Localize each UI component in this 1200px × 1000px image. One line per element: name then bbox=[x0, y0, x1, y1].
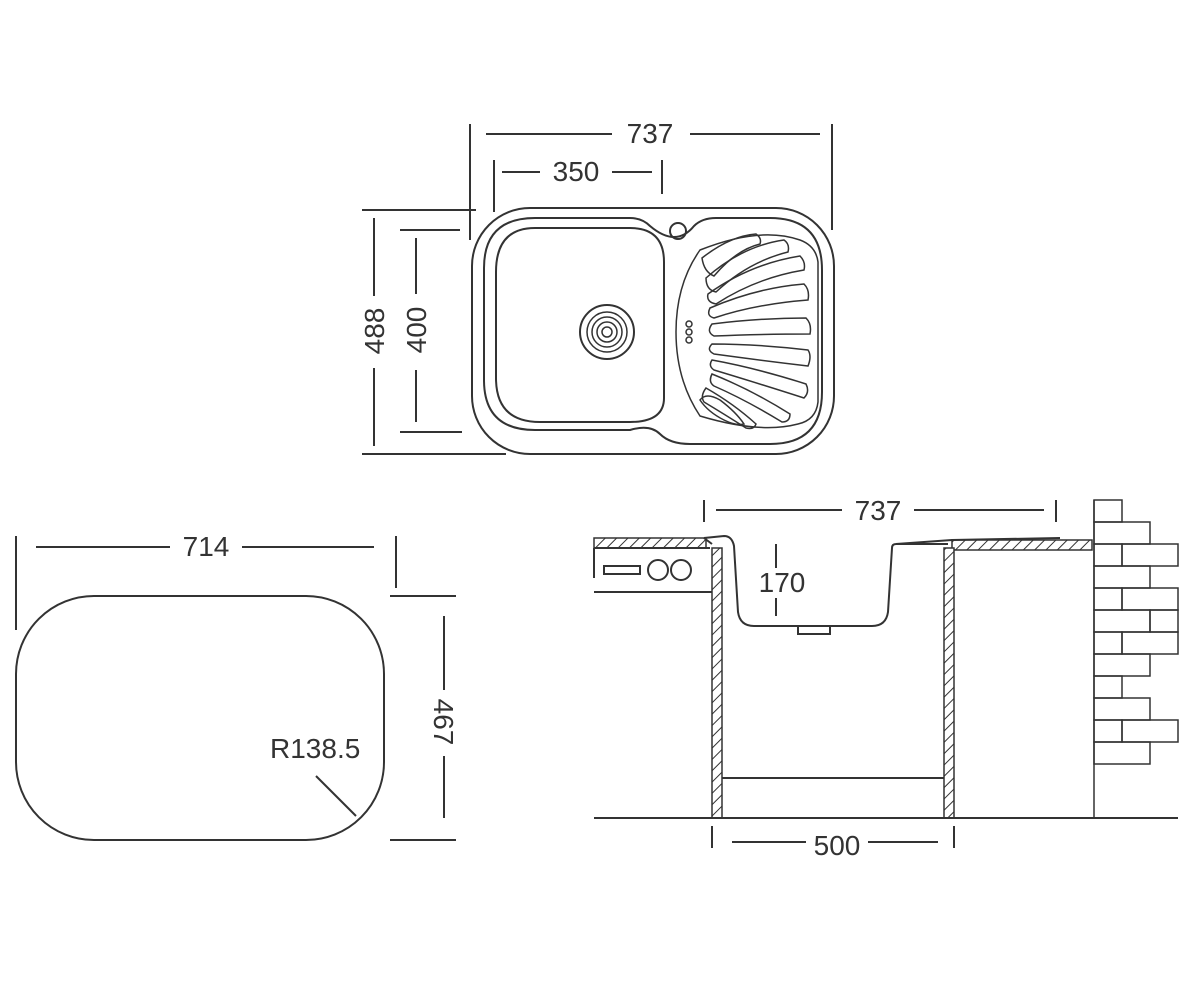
knob-icon bbox=[647, 559, 669, 581]
cabinet-panel-right bbox=[943, 547, 955, 819]
cutout-depth-dimension: 467 bbox=[390, 595, 459, 841]
drainer-area bbox=[675, 234, 819, 429]
bowl-depth-dimension: 400 bbox=[400, 229, 462, 433]
cabinet-width-label: 500 bbox=[814, 830, 861, 861]
brick-wall bbox=[1093, 499, 1179, 818]
cabinet-panel-left bbox=[711, 547, 723, 819]
drain-outlet bbox=[797, 625, 831, 635]
sink-outer-rim bbox=[471, 207, 835, 455]
bowl-depth-label: 400 bbox=[401, 307, 432, 354]
cabinet-width-dimension: 500 bbox=[711, 826, 955, 861]
drain bbox=[579, 304, 635, 360]
appliance-panel bbox=[594, 547, 712, 593]
sink-inner-rim bbox=[483, 217, 823, 445]
section-view: 737 170 bbox=[593, 495, 1179, 861]
bowl-height-dimension: 170 bbox=[759, 544, 806, 616]
cutout-width-label: 714 bbox=[183, 531, 230, 562]
countertop-left bbox=[593, 537, 707, 549]
cutout-radius-label: R138.5 bbox=[270, 733, 360, 764]
tap-hole bbox=[669, 222, 687, 240]
cutout-view: 714 467 R138.5 bbox=[15, 531, 459, 841]
sink-section bbox=[703, 534, 1061, 635]
top-width-dimension: 737 bbox=[469, 118, 833, 240]
bowl-height-label: 170 bbox=[759, 567, 806, 598]
section-width-dimension: 737 bbox=[703, 495, 1057, 526]
knob-icon bbox=[670, 559, 692, 581]
cutout-depth-label: 467 bbox=[428, 699, 459, 746]
appliance-handle bbox=[603, 565, 641, 575]
cutout-outline bbox=[15, 595, 385, 841]
top-depth-dimension: 488 bbox=[359, 209, 506, 455]
bowl-width-label: 350 bbox=[553, 156, 600, 187]
bowl-width-dimension: 350 bbox=[493, 156, 663, 212]
top-width-label: 737 bbox=[627, 118, 674, 149]
top-view: 737 350 488 400 bbox=[359, 118, 835, 455]
overflow-icon bbox=[685, 320, 693, 344]
bowl bbox=[495, 227, 665, 423]
cutout-width-dimension: 714 bbox=[15, 531, 397, 630]
countertop-right bbox=[951, 539, 1093, 551]
drainer-ribs bbox=[699, 233, 812, 430]
section-width-label: 737 bbox=[855, 495, 902, 526]
top-depth-label: 488 bbox=[359, 308, 390, 355]
radius-leader bbox=[315, 775, 357, 817]
